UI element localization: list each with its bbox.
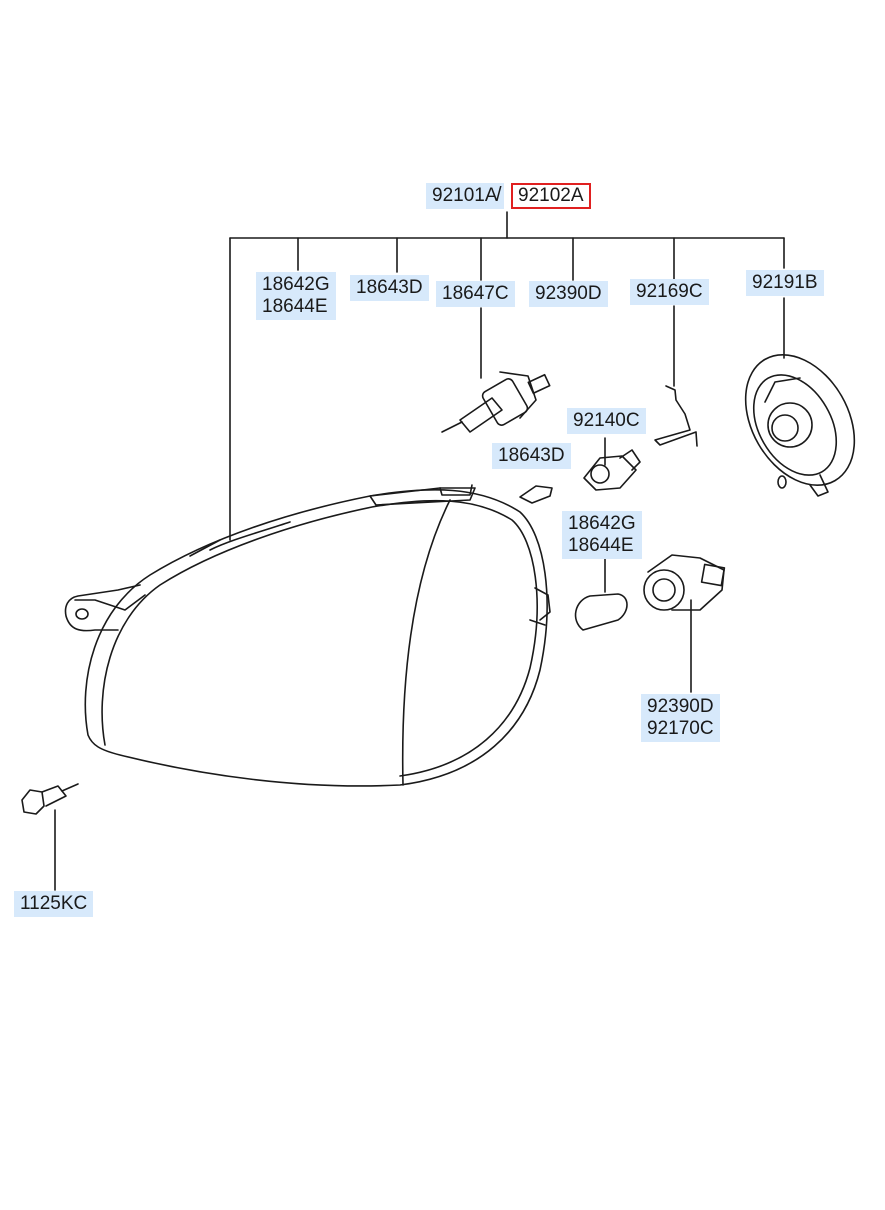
leader-lines (54, 211, 785, 891)
halogen-bulb-icon (441, 371, 551, 433)
wire-harness-icon (654, 385, 698, 447)
headlamp-housing-icon (64, 484, 551, 787)
bulb-socket-icon (643, 554, 726, 611)
halogen-bulb-icon (574, 593, 628, 631)
callout-wire-harness[interactable]: 92169C (630, 279, 709, 305)
callout-small-socket[interactable]: 92140C (567, 408, 646, 434)
wedge-bulb-icon (519, 485, 553, 504)
callout-rear-cover[interactable]: 92191B (746, 270, 824, 296)
bulb-socket-icon (583, 449, 641, 491)
callout-position-bulb[interactable]: 18643D (492, 443, 571, 469)
part-separator: / (496, 184, 502, 206)
lamp-cover-icon (744, 354, 856, 497)
bolt-icon (21, 783, 79, 815)
callout-socket-top[interactable]: 92390D (529, 281, 608, 307)
callout-bolt[interactable]: 1125KC (14, 891, 94, 917)
callout-halogen-bulb[interactable]: 18647C (436, 281, 515, 307)
callout-position-bulb-top[interactable]: 18643D (350, 275, 429, 301)
assembly-part-left[interactable]: 92101A (426, 183, 504, 209)
assembly-part-right-selected[interactable]: 92102A (511, 183, 591, 209)
